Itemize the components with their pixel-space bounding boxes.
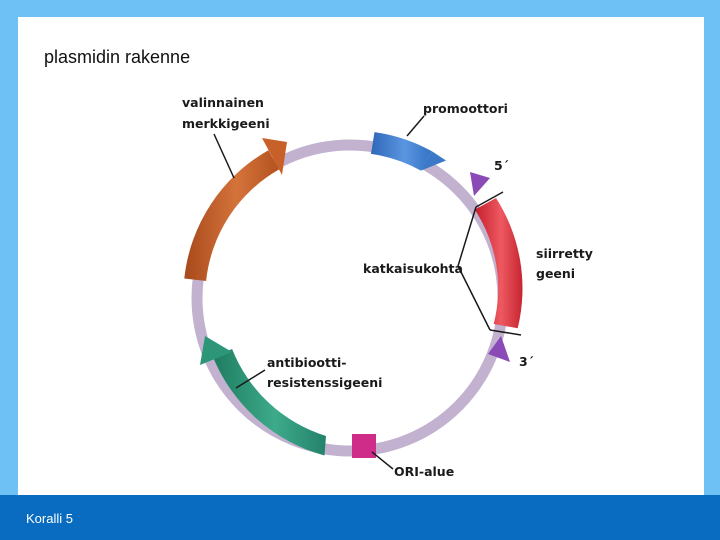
ori-label: ORI-alue	[394, 464, 454, 479]
inserted-gene-label-line1: siirretty	[536, 246, 593, 261]
five-prime-arrow-icon	[470, 172, 490, 196]
resistance-gene-segment	[213, 349, 326, 456]
resistance-gene-label-line2: resistenssigeeni	[267, 375, 382, 390]
three-prime-arrow-icon	[488, 336, 510, 362]
promoter-arrowhead	[420, 151, 446, 171]
five-prime-label: 5´	[494, 158, 509, 173]
cut-site-mark-bottom	[489, 329, 522, 336]
cut-site-label: katkaisukohta	[363, 261, 463, 276]
slide-canvas: plasmidin rakenne	[18, 17, 704, 495]
promoter-leader-line	[406, 115, 425, 137]
resistance-gene-arrowhead	[200, 336, 232, 365]
ori-leader-line	[371, 451, 394, 470]
plasmid-diagram: valinnainen merkkigeeni promoottori 5´ k…	[182, 95, 593, 479]
marker-gene-segment	[184, 150, 280, 281]
marker-gene-leader-line	[213, 133, 235, 179]
three-prime-label: 3´	[519, 354, 534, 369]
footer-text: Koralli 5	[26, 511, 73, 526]
marker-gene-label-line1: valinnainen	[182, 95, 264, 110]
promoter-segment	[371, 132, 432, 171]
inserted-gene-segment	[474, 198, 523, 329]
footer-bar: Koralli 5	[0, 495, 720, 540]
resistance-gene-label-line1: antibiootti-	[267, 355, 346, 370]
slide-title: plasmidin rakenne	[44, 47, 191, 67]
ori-segment	[352, 434, 376, 458]
cut-site-leader-line	[457, 206, 491, 331]
inserted-gene-label-line2: geeni	[536, 266, 575, 281]
promoter-label: promoottori	[423, 101, 508, 116]
resistance-gene-leader-line	[235, 369, 266, 389]
cut-site-mark-top	[475, 191, 504, 208]
marker-gene-label-line2: merkkigeeni	[182, 116, 270, 131]
marker-gene-arrowhead	[262, 138, 287, 175]
